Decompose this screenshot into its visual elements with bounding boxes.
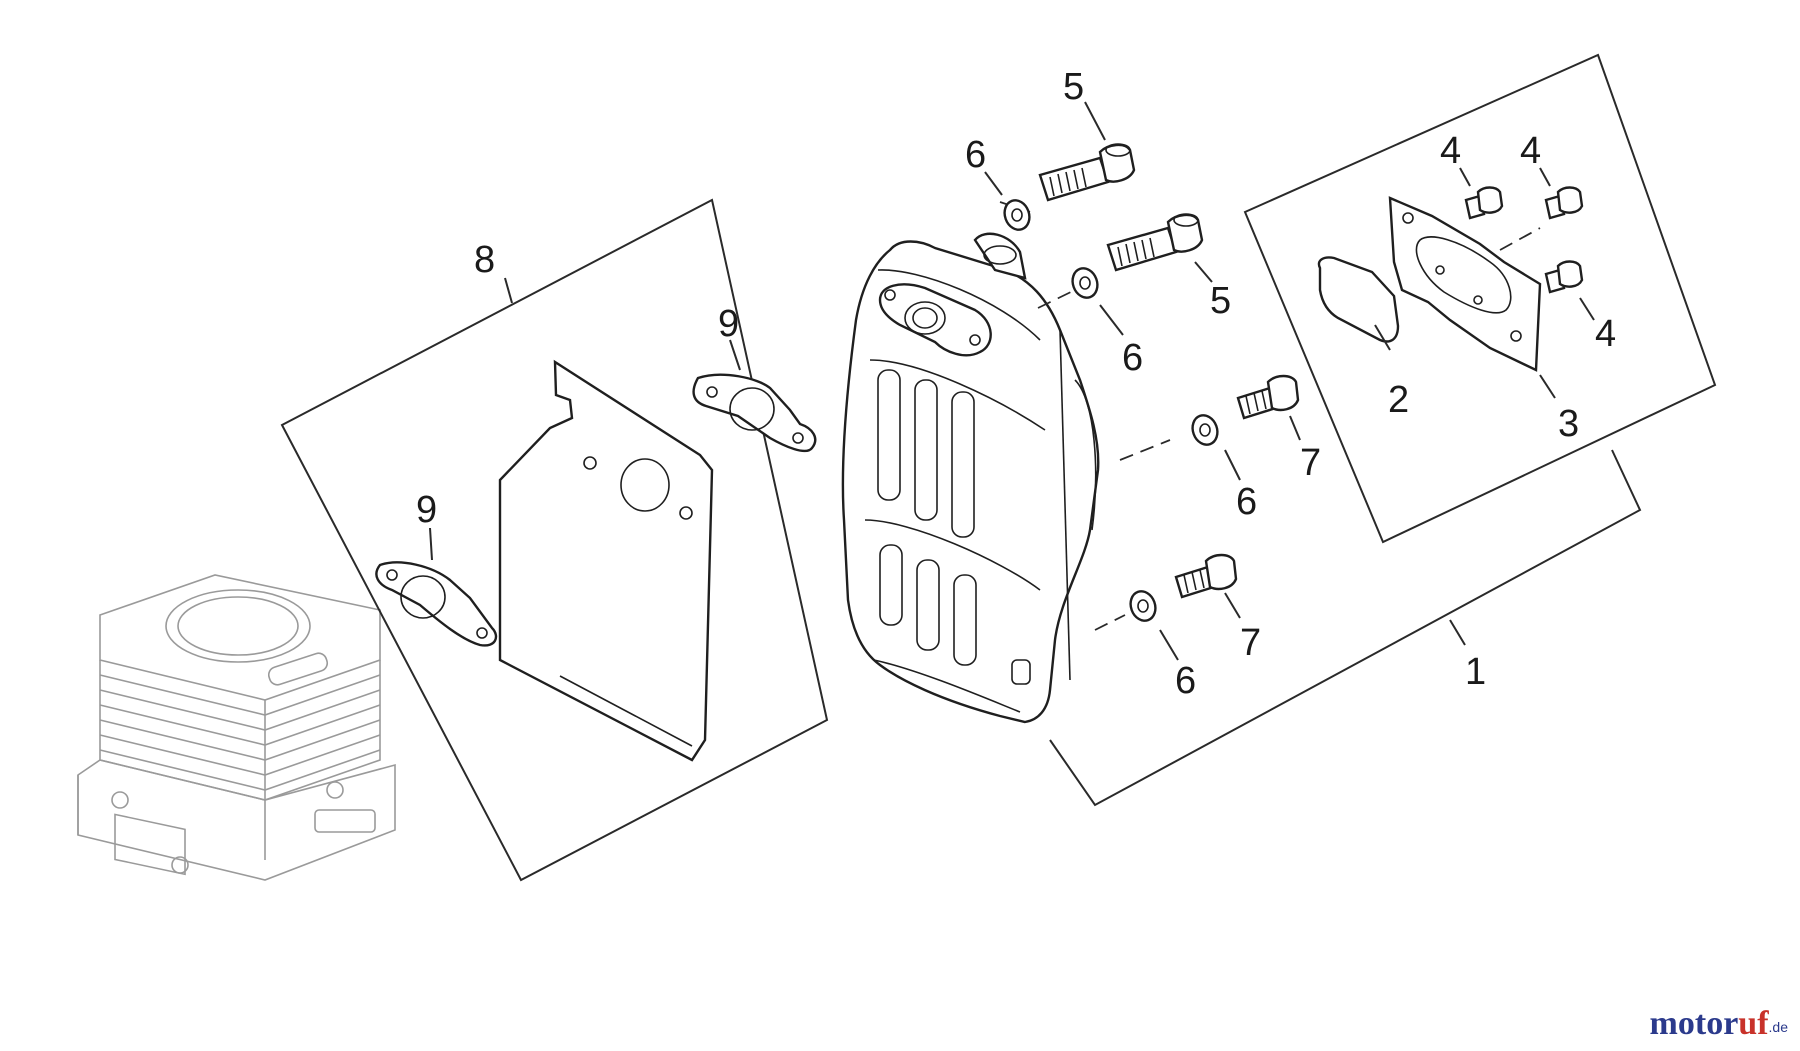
callout-4a: 4 — [1440, 130, 1461, 172]
align-line — [1499, 227, 1541, 251]
screw-4b — [1544, 186, 1584, 220]
callout-5a: 5 — [1063, 66, 1084, 108]
leader-lines — [429, 101, 1595, 661]
bolt-5-lower — [1106, 213, 1204, 272]
align-line — [1037, 289, 1076, 309]
callout-9b: 9 — [416, 489, 437, 531]
callout-7b: 7 — [1240, 622, 1261, 664]
washer-6a — [1003, 199, 1031, 231]
bolt-7-upper — [1236, 374, 1300, 420]
washer-6c — [1191, 414, 1219, 446]
gasket-2 — [1317, 256, 1400, 343]
callout-4b: 4 — [1520, 130, 1541, 172]
group-1-frame — [1049, 449, 1642, 807]
heat-shield — [498, 359, 714, 762]
callout-6c: 6 — [1236, 481, 1257, 523]
bolt-7-lower — [1174, 553, 1238, 599]
screw-4c — [1544, 260, 1584, 294]
callout-5b: 5 — [1210, 280, 1231, 322]
align-line — [1119, 439, 1171, 461]
gasket-upper — [692, 373, 817, 453]
callout-7a: 7 — [1300, 442, 1321, 484]
callout-6d: 6 — [1175, 660, 1196, 702]
align-line — [1094, 614, 1126, 631]
muffler — [841, 232, 1100, 724]
gasket-lower — [375, 561, 498, 647]
callout-3: 3 — [1558, 403, 1579, 445]
group-2-3-4-frame — [1243, 53, 1717, 544]
callout-2: 2 — [1388, 379, 1409, 421]
engine-cylinder — [77, 574, 396, 881]
washer-6d — [1129, 590, 1157, 622]
callout-8: 8 — [474, 239, 495, 281]
callout-6b: 6 — [1122, 337, 1143, 379]
callout-4c: 4 — [1595, 313, 1616, 355]
callout-1: 1 — [1465, 651, 1486, 693]
callout-9a: 9 — [718, 303, 739, 345]
group-8-frame — [280, 198, 829, 882]
callouts: 1 2 3 4 4 4 5 5 6 6 6 6 7 7 8 9 9 — [416, 66, 1616, 702]
spark-arrester-plate — [1388, 196, 1542, 372]
washer-6b — [1071, 267, 1099, 299]
screw-4a — [1464, 186, 1504, 220]
bolt-5-upper — [1038, 143, 1136, 202]
watermark-logo: motoruf.de — [1649, 1005, 1788, 1042]
callout-6a: 6 — [965, 134, 986, 176]
